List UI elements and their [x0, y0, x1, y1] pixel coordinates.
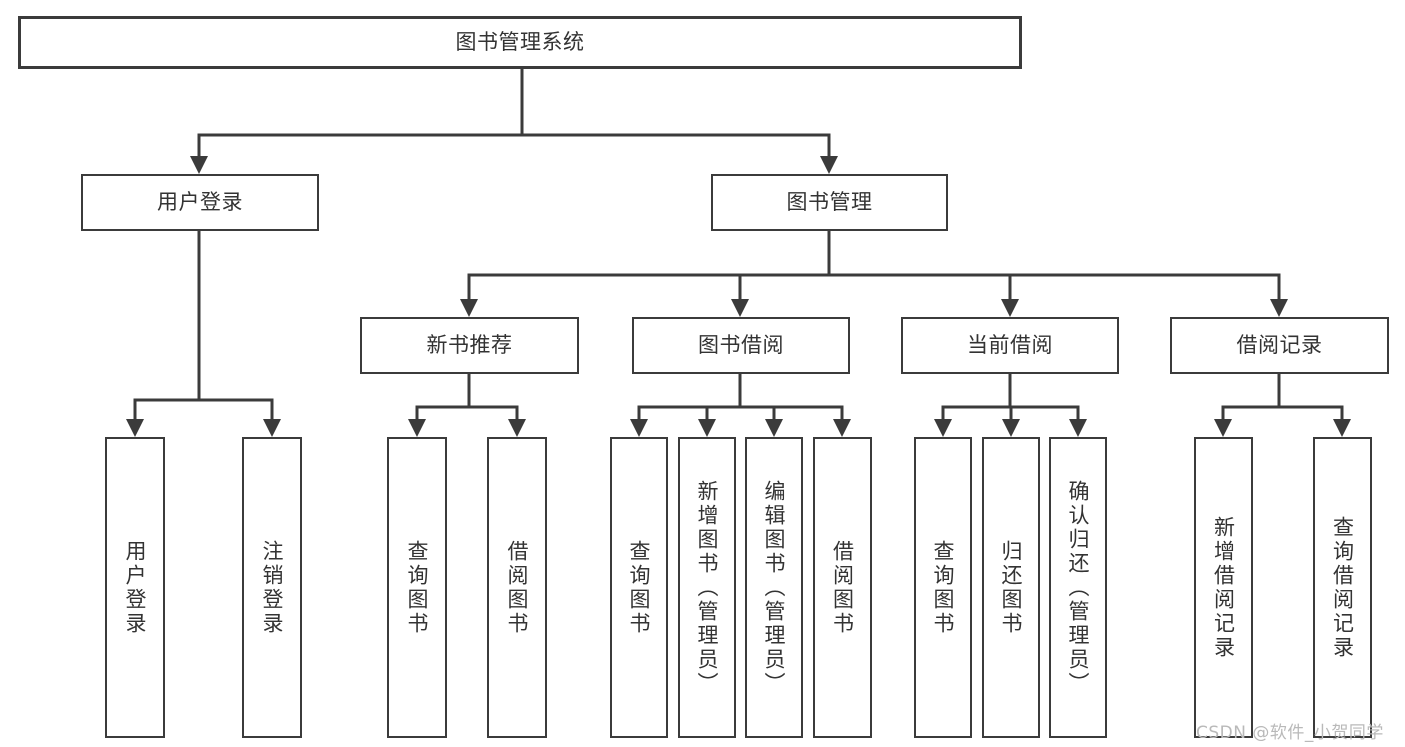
node-level3-0: 新书推荐 — [360, 317, 579, 374]
node-leaf-6: 编辑图书（管理员） — [745, 437, 803, 738]
connector-3-arrowhead-0 — [408, 419, 426, 437]
node-label: 借阅图书 — [505, 539, 530, 636]
node-leaf-5: 新增图书（管理员） — [678, 437, 736, 738]
node-leaf-8: 查询图书 — [914, 437, 972, 738]
node-label: 确认归还（管理员） — [1066, 479, 1091, 696]
node-root: 图书管理系统 — [18, 16, 1022, 69]
connector-5-arrowhead-1 — [1002, 419, 1020, 437]
connector-2-arrowhead-3 — [1270, 299, 1288, 317]
node-label: 新增图书（管理员） — [695, 479, 720, 696]
connector-4-arrowhead-3 — [833, 419, 851, 437]
node-label: 新增借阅记录 — [1211, 515, 1236, 660]
connector-4-arrowhead-1 — [698, 419, 716, 437]
node-label: 查询图书 — [627, 539, 652, 636]
node-label: 用户登录 — [157, 190, 243, 215]
node-label: 查询图书 — [405, 539, 430, 636]
node-leaf-7: 借阅图书 — [813, 437, 872, 738]
connector-6-arrowhead-1 — [1333, 419, 1351, 437]
connector-1-arrowhead-0 — [126, 419, 144, 437]
node-label: 图书管理 — [786, 190, 873, 215]
node-label: 当前借阅 — [967, 333, 1053, 358]
csdn-watermark: CSDN @软件_小贺同学 — [1196, 723, 1384, 743]
connector-6-arrowhead-0 — [1214, 419, 1232, 437]
node-label: 编辑图书（管理员） — [762, 479, 787, 696]
node-leaf-11: 新增借阅记录 — [1194, 437, 1253, 738]
node-leaf-1: 注销登录 — [242, 437, 302, 738]
connector-0-arrowhead-0 — [190, 156, 208, 174]
node-label: 归还图书 — [999, 539, 1024, 636]
node-label: 查询借阅记录 — [1330, 515, 1355, 660]
connector-3-arrowhead-1 — [508, 419, 526, 437]
connector-0-arrowhead-1 — [820, 156, 838, 174]
node-label: 用户登录 — [123, 539, 148, 636]
node-leaf-0: 用户登录 — [105, 437, 165, 738]
connector-1-arrowhead-1 — [263, 419, 281, 437]
node-label: 注销登录 — [260, 539, 285, 636]
connector-5-arrowhead-2 — [1069, 419, 1087, 437]
node-label: 新书推荐 — [426, 333, 513, 358]
node-level2-0: 用户登录 — [81, 174, 319, 231]
node-leaf-12: 查询借阅记录 — [1313, 437, 1372, 738]
node-leaf-3: 借阅图书 — [487, 437, 547, 738]
node-label: 借阅记录 — [1236, 333, 1323, 358]
connector-2-arrowhead-0 — [460, 299, 478, 317]
node-level2-1: 图书管理 — [711, 174, 948, 231]
connector-4-arrowhead-2 — [765, 419, 783, 437]
node-leaf-4: 查询图书 — [610, 437, 668, 738]
node-label: 图书管理系统 — [455, 30, 585, 55]
node-label: 借阅图书 — [830, 539, 855, 636]
node-level3-2: 当前借阅 — [901, 317, 1119, 374]
node-level3-3: 借阅记录 — [1170, 317, 1389, 374]
connector-2-arrowhead-2 — [1001, 299, 1019, 317]
node-label: 图书借阅 — [698, 333, 784, 358]
node-level3-1: 图书借阅 — [632, 317, 850, 374]
node-label: 查询图书 — [931, 539, 956, 636]
connector-2-arrowhead-1 — [731, 299, 749, 317]
node-leaf-2: 查询图书 — [387, 437, 447, 738]
connector-4-arrowhead-0 — [630, 419, 648, 437]
node-leaf-9: 归还图书 — [982, 437, 1040, 738]
connector-5-arrowhead-0 — [934, 419, 952, 437]
node-leaf-10: 确认归还（管理员） — [1049, 437, 1107, 738]
